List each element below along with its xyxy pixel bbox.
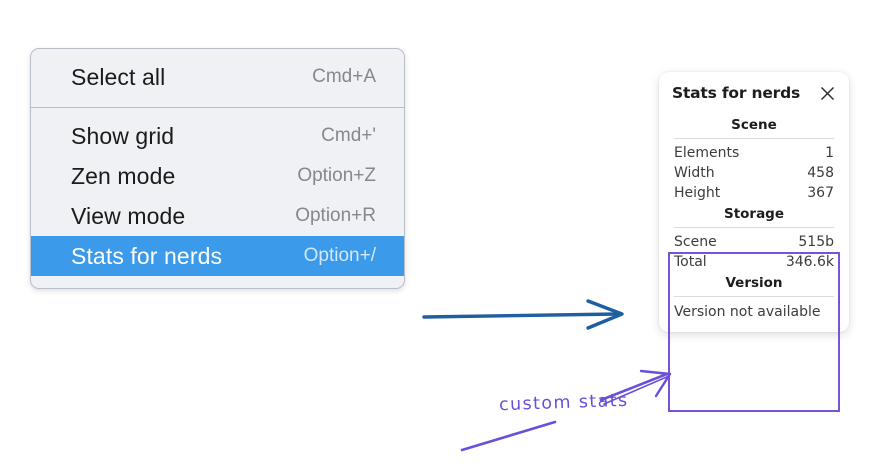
section-heading: Version [725,275,783,291]
menu-item-label: Zen mode [71,162,176,189]
menu-group-primary: Select all Cmd+A [31,49,404,107]
section-heading: Scene [731,117,777,133]
menu-item-shortcut: Option+/ [303,245,376,266]
menu-item-shortcut: Cmd+A [312,66,376,87]
menu-item-show-grid[interactable]: Show grid Cmd+' [31,116,404,156]
menu-item-select-all[interactable]: Select all Cmd+A [31,57,404,97]
stats-section-version: Version Version not available [672,272,836,321]
stats-row-key: Scene [674,234,717,250]
menu-item-zen-mode[interactable]: Zen mode Option+Z [31,156,404,196]
stats-row-storage-total: Total 346.6k [672,252,836,272]
stats-panel-header: Stats for nerds [672,84,836,102]
close-icon[interactable] [819,85,836,102]
stats-for-nerds-panel: Stats for nerds Scene Elements 1 Width 4… [659,72,849,332]
menu-group-view: Show grid Cmd+' Zen mode Option+Z View m… [31,108,404,288]
menu-item-label: Show grid [71,122,175,149]
section-rule [674,296,834,297]
section-heading: Storage [723,206,785,222]
menu-item-label: Stats for nerds [71,242,223,269]
stats-row-elements: Elements 1 [672,143,836,163]
section-rule [674,227,834,228]
purple-underline-stroke-icon [460,420,557,452]
stats-row-value: 1 [825,145,834,161]
menu-divider [31,107,404,108]
menu-item-shortcut: Option+Z [297,165,376,186]
stats-section-scene: Scene Elements 1 Width 458 Height 367 [672,114,836,203]
stats-row-value: 458 [807,165,834,181]
stats-row-height: Height 367 [672,183,836,203]
context-menu[interactable]: Select all Cmd+A Show grid Cmd+' Zen mod… [30,48,405,289]
stats-row-value: 367 [807,185,834,201]
stats-row-value: 346.6k [785,254,834,270]
stats-row-key: Width [674,165,715,181]
stats-row-storage-scene: Scene 515b [672,232,836,252]
menu-item-view-mode[interactable]: View mode Option+R [31,196,404,236]
annotation-custom-stats-label: custom stats [498,390,629,416]
menu-item-stats-for-nerds[interactable]: Stats for nerds Option+/ [31,236,404,276]
stats-row-key: Elements [674,145,740,161]
menu-item-shortcut: Cmd+' [321,125,376,146]
menu-item-label: Select all [71,63,166,90]
purple-arrow-to-version-icon [599,369,672,405]
menu-item-shortcut: Option+R [295,205,376,226]
menu-item-label: View mode [71,202,186,229]
section-rule [674,138,834,139]
stats-row-key: Height [674,185,721,201]
blue-arrow-icon [422,299,624,330]
stats-panel-title: Stats for nerds [672,84,801,102]
stats-row-value: 515b [798,234,834,250]
version-not-available-text: Version not available [674,304,821,320]
stats-row-width: Width 458 [672,163,836,183]
stats-section-storage: Storage Scene 515b Total 346.6k [672,203,836,272]
stats-row-key: Total [674,254,707,270]
